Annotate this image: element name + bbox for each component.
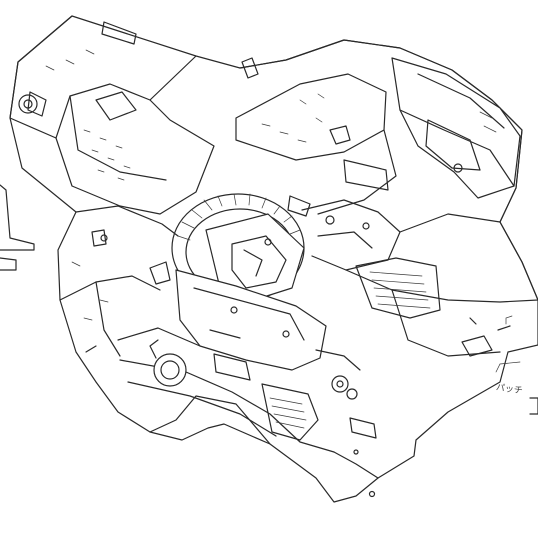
upper-right-block	[235, 39, 523, 223]
left-lower-section	[59, 205, 179, 357]
upper-left-wing	[9, 15, 215, 215]
lower-right-deck	[345, 213, 538, 357]
left-edge-fragment	[0, 184, 35, 271]
front-shield-plate	[175, 269, 327, 371]
callout-right	[495, 361, 538, 415]
lower-front-section	[85, 327, 379, 498]
